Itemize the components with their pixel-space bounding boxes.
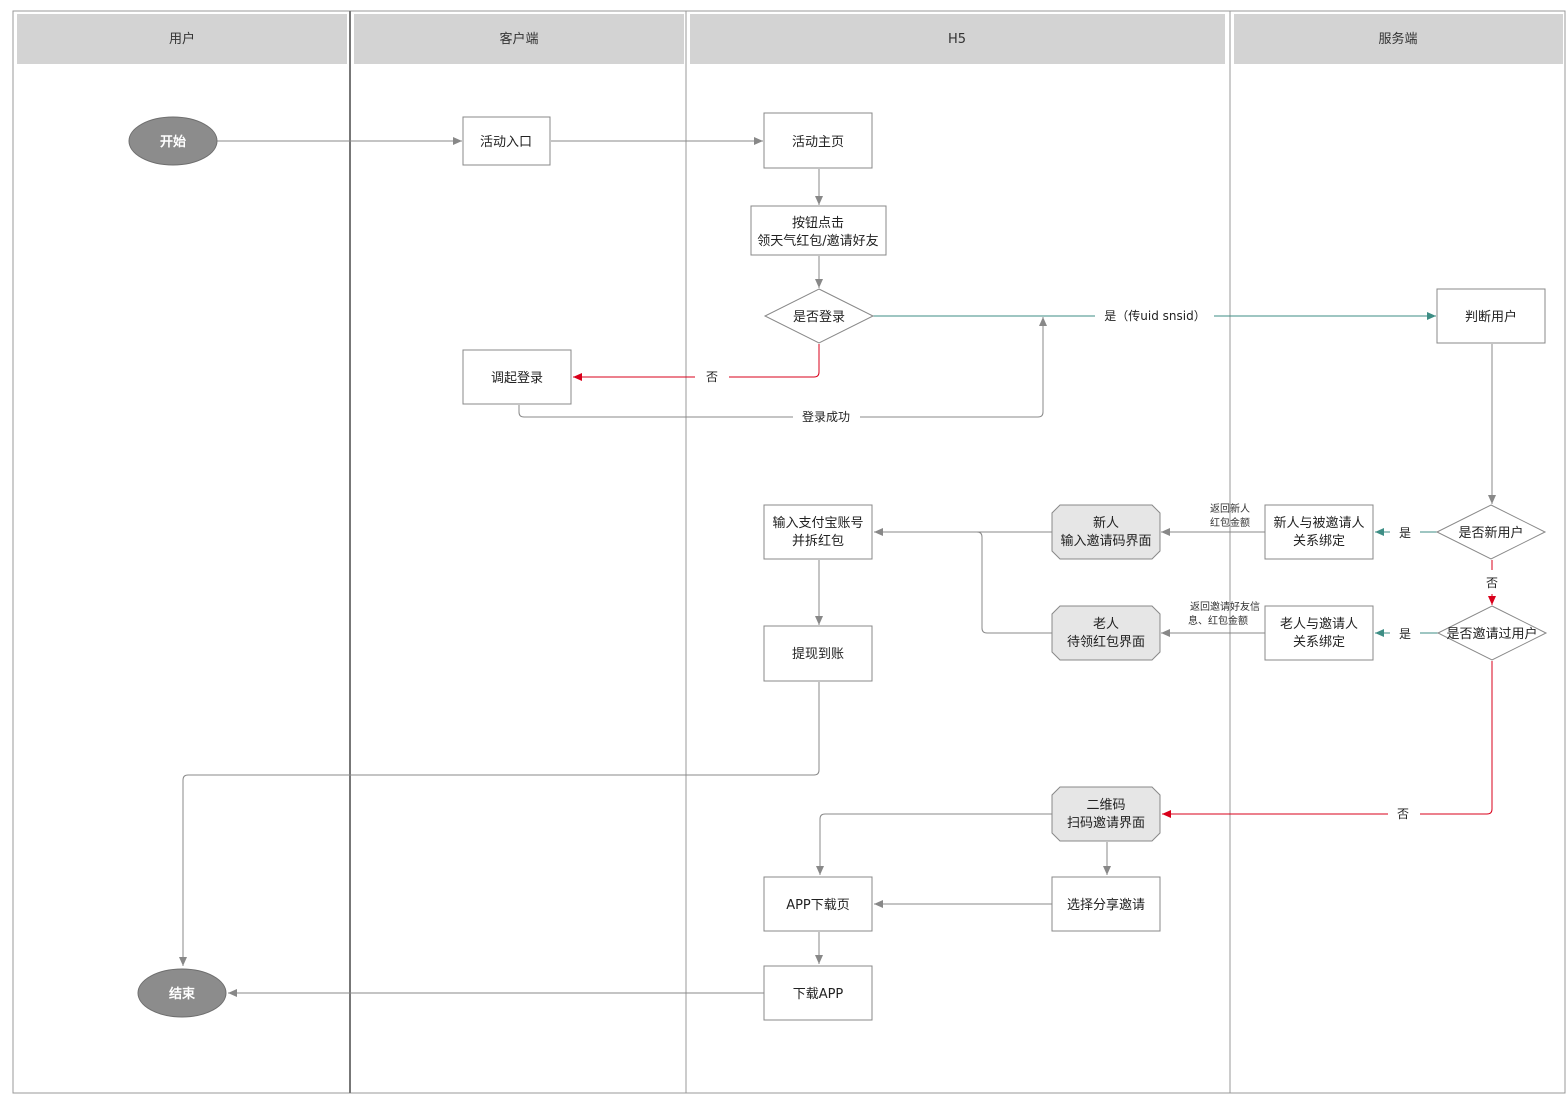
new-invite-screen-label-2: 输入邀请码界面 [1060,533,1151,549]
start-node-label: 开始 [160,134,186,150]
judge-user-label: 判断用户 [1465,309,1517,325]
label-return-invite-2: 息、红包金额 [1188,614,1248,627]
activity-home-label: 活动主页 [792,135,844,150]
edge-login-success-a [518,405,793,418]
new-invite-screen-node[interactable] [1051,504,1161,560]
old-redpacket-screen-label-2: 待领红包界面 [1067,634,1145,650]
outer-border [12,10,1566,1094]
share-invite-node[interactable] [1051,876,1161,932]
lane-title-client: 客户端 [499,31,538,47]
lane-header-client [354,14,684,64]
edge-oldscreen-alipay [874,531,1052,634]
qr-screen-node[interactable] [1051,786,1161,842]
is-logged-in-decision[interactable] [763,288,875,344]
nodes: 开始 结束 活动入口 调起登录 活动主页 按钮点击 领天气红包/邀请好友 是否登… [128,112,1548,1021]
withdraw-label: 提现到账 [792,646,844,662]
invoke-login-node[interactable] [462,349,572,405]
end-node-label: 结束 [169,986,196,1002]
qr-screen-label-1: 二维码 [1086,798,1125,813]
connectors [179,137,1496,997]
lane-header-h5 [690,14,1225,64]
is-new-user-decision[interactable] [1435,504,1547,560]
withdraw-node[interactable] [763,625,873,682]
button-click-label-2: 领天气红包/邀请好友 [757,233,878,249]
edge-withdraw-end [179,682,820,966]
label-invited-no: 否 [1397,807,1409,821]
share-invite-label: 选择分享邀请 [1067,897,1145,913]
invited-before-label: 是否邀请过用户 [1446,626,1537,642]
is-logged-in-label: 是否登录 [793,310,845,325]
alipay-input-node[interactable] [763,504,873,560]
download-app-label: 下载APP [793,987,844,1002]
download-app-node[interactable] [763,965,873,1021]
old-bind-label-2: 关系绑定 [1293,635,1345,650]
new-bind-label-1: 新人与被邀请人 [1273,515,1364,531]
start-node[interactable] [128,116,218,166]
qr-screen-label-2: 扫码邀请界面 [1067,816,1145,831]
activity-entry-label: 活动入口 [480,135,532,150]
new-bind-node[interactable] [1264,504,1374,560]
swimlanes: 用户 客户端 H5 服务端 [12,10,1566,1094]
old-redpacket-screen-label-1: 老人 [1093,617,1119,632]
edge-qr-apppage [816,813,1052,875]
app-download-page-node[interactable] [763,876,873,932]
lane-title-h5: H5 [948,32,966,47]
old-bind-label-1: 老人与邀请人 [1280,617,1358,632]
judge-user-node[interactable] [1436,288,1546,344]
button-click-node[interactable] [750,205,887,256]
label-new-yes: 是 [1399,526,1411,540]
label-login-success: 登录成功 [802,409,850,424]
edge-labels: 是（传uid snsid） 否 登录成功 是 否 是 否 返回新人 红包金额 返… [706,308,1498,821]
label-return-new-2: 红包金额 [1210,516,1250,529]
activity-entry-node[interactable] [462,116,551,166]
edge-login-no-a [729,344,820,378]
edge-invited-no-a [1420,661,1493,815]
alipay-input-label-2: 并拆红包 [792,533,844,549]
end-node[interactable] [137,968,227,1018]
old-bind-node[interactable] [1264,605,1374,661]
activity-home-node[interactable] [763,112,873,169]
old-redpacket-screen-node[interactable] [1051,605,1161,661]
invoke-login-label: 调起登录 [491,371,543,386]
edge-login-success-b [860,317,1047,418]
lane-title-server: 服务端 [1378,31,1417,47]
label-invited-yes: 是 [1399,627,1411,641]
new-bind-label-2: 关系绑定 [1293,534,1345,549]
label-login-no: 否 [706,370,718,384]
invited-before-decision[interactable] [1436,605,1548,661]
lane-header-server [1234,14,1563,64]
alipay-input-label-1: 输入支付宝账号 [772,515,863,531]
label-new-no: 否 [1486,576,1498,590]
is-new-user-label: 是否新用户 [1458,525,1523,541]
label-return-invite-1: 返回邀请好友信 [1190,600,1260,613]
lane-title-user: 用户 [169,31,195,47]
label-yes-pass-uid: 是（传uid snsid） [1104,308,1205,323]
app-download-page-label: APP下载页 [786,898,850,913]
button-click-label-1: 按钮点击 [792,216,844,231]
label-return-new-1: 返回新人 [1210,502,1250,515]
new-invite-screen-label-1: 新人 [1093,515,1119,531]
lane-header-user [17,14,347,64]
